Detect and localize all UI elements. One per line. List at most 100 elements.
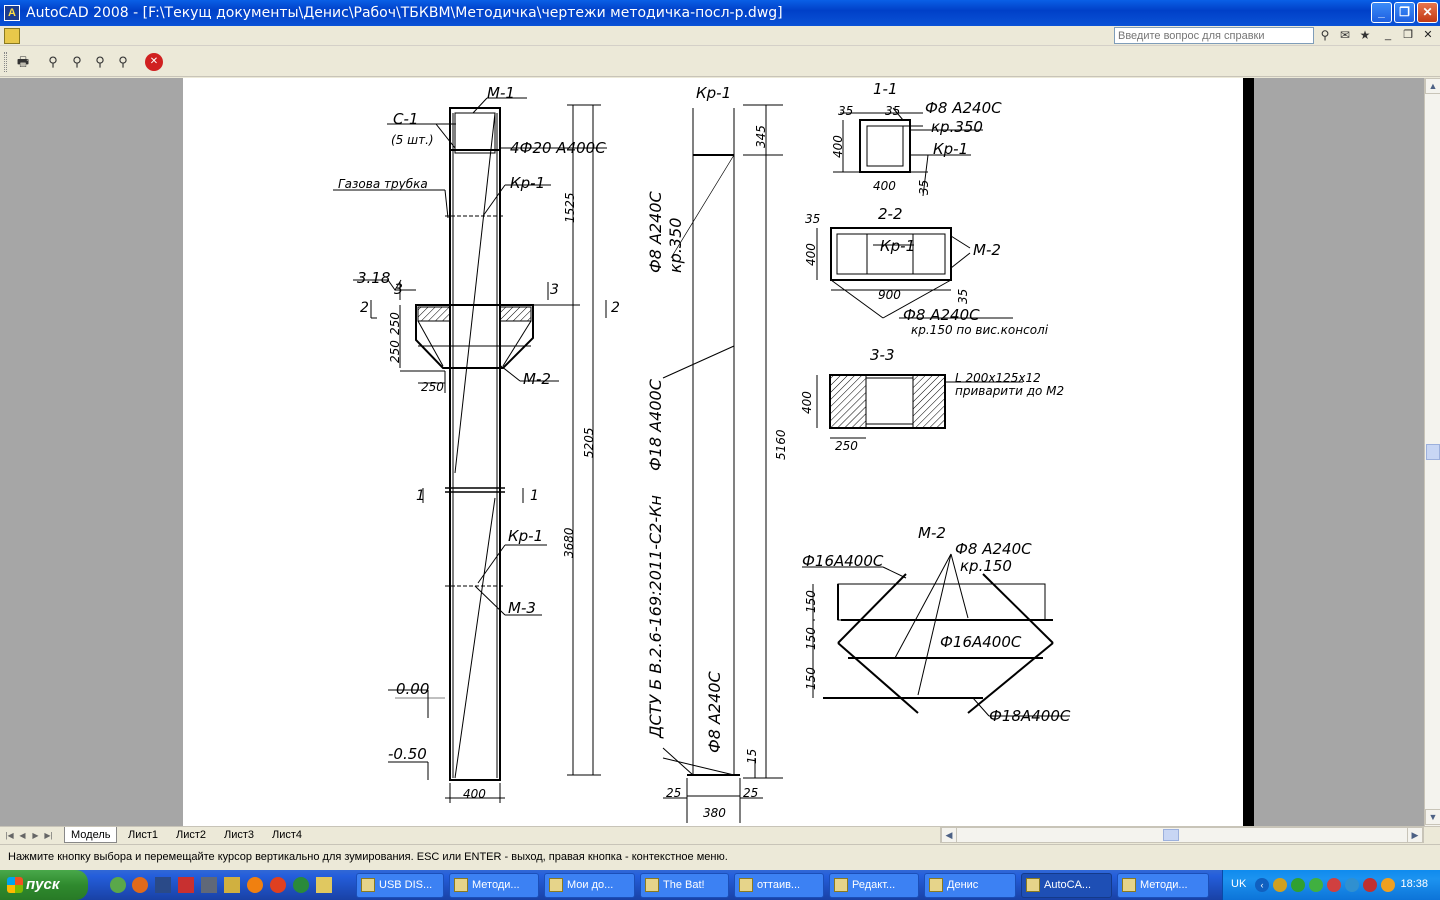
quicklaunch-folder-icon[interactable] bbox=[224, 877, 240, 893]
tray-power-icon[interactable] bbox=[1381, 878, 1395, 892]
task-folder-metodichka[interactable]: Методи... bbox=[449, 873, 539, 898]
s33-dim-400: 400 bbox=[800, 391, 814, 414]
s33-angle-label: L 200х125х12 bbox=[955, 371, 1041, 385]
start-button[interactable]: пуск bbox=[0, 870, 88, 900]
scroll-down-icon[interactable]: ▼ bbox=[1425, 809, 1440, 825]
s11-bar-label: Ф8 А240С bbox=[925, 99, 1002, 117]
tab-sheet3[interactable]: Лист3 bbox=[224, 829, 255, 841]
kr1-bar-f18: Ф18 А400С bbox=[646, 378, 665, 471]
tab-next-icon[interactable]: ▶ bbox=[32, 831, 39, 840]
section-1-1-title: 1-1 bbox=[873, 80, 898, 98]
clock[interactable]: 18:38 bbox=[1400, 878, 1428, 890]
horizontal-scrollbar[interactable]: ◀ ▶ bbox=[940, 827, 1424, 843]
minimize-button[interactable]: _ bbox=[1371, 2, 1392, 23]
maximize-button[interactable]: ❐ bbox=[1394, 2, 1415, 23]
task-usb-disk[interactable]: USB DIS... bbox=[356, 873, 444, 898]
kr1-dim-345: 345 bbox=[754, 125, 768, 148]
tab-sheet4[interactable]: Лист4 bbox=[272, 829, 303, 841]
s22-dim-400: 400 bbox=[804, 243, 818, 266]
autocad-app-icon[interactable]: A bbox=[4, 5, 20, 21]
kr1-label-bottom: Кр-1 bbox=[508, 527, 543, 545]
calculator-icon[interactable] bbox=[201, 877, 217, 893]
toolbar-grip[interactable] bbox=[4, 52, 7, 72]
s22-bar-label: Ф8 А240С bbox=[903, 306, 980, 324]
s22-dim-900: 900 bbox=[878, 288, 901, 302]
drawing-canvas[interactable]: М-1 С-1 (5 шт.) 4Ф20 А400С Газова трубка… bbox=[0, 78, 1424, 826]
firefox-icon[interactable] bbox=[132, 877, 148, 893]
m2-detail-title: М-2 bbox=[918, 524, 946, 542]
dim-5205: 5205 bbox=[582, 427, 596, 458]
quicklaunch-tool-icon[interactable] bbox=[178, 877, 194, 893]
search-icon[interactable]: ⚲ bbox=[1320, 28, 1330, 42]
doc-minimize-button[interactable]: _ bbox=[1384, 29, 1392, 41]
plot-icon[interactable]: 🖶 bbox=[16, 54, 30, 69]
tab-sheet2[interactable]: Лист2 bbox=[176, 829, 207, 841]
quicklaunch-media-icon[interactable] bbox=[247, 877, 263, 893]
vertical-scrollbar[interactable]: ▲ ▼ bbox=[1424, 78, 1440, 826]
help-search-input[interactable] bbox=[1114, 27, 1314, 44]
show-desktop-icon[interactable] bbox=[155, 877, 171, 893]
horizontal-scroll-thumb[interactable] bbox=[1163, 829, 1179, 841]
tray-shield-icon[interactable] bbox=[1273, 878, 1287, 892]
communication-center-icon[interactable]: ✉ bbox=[1339, 28, 1351, 42]
m1-title: М-1 bbox=[487, 84, 515, 102]
zoom-previous-icon[interactable]: ⚲ bbox=[95, 54, 105, 69]
tab-last-icon[interactable]: ▶| bbox=[44, 831, 53, 840]
editor-icon bbox=[834, 878, 848, 892]
scroll-right-icon[interactable]: ▶ bbox=[1407, 827, 1423, 843]
vertical-scroll-thumb[interactable] bbox=[1426, 444, 1440, 460]
tray-antivirus-icon[interactable] bbox=[1327, 878, 1341, 892]
tray-update-icon[interactable] bbox=[1363, 878, 1377, 892]
tab-first-icon[interactable]: |◀ bbox=[5, 831, 14, 840]
tray-network-icon[interactable] bbox=[1291, 878, 1305, 892]
c1-count-label: (5 шт.) bbox=[391, 133, 434, 147]
dim-250-lower: 250 bbox=[388, 340, 402, 363]
task-firefox[interactable]: оттаив... bbox=[734, 873, 824, 898]
m2-dim-150-a: 150 bbox=[804, 590, 818, 613]
kr1-dim-15: 15 bbox=[745, 749, 759, 764]
zoom-extents-icon[interactable]: ⚲ bbox=[118, 54, 128, 69]
section-1-left: 1 bbox=[416, 488, 425, 504]
quicklaunch-app-icon[interactable] bbox=[110, 877, 126, 893]
column-m1 bbox=[333, 97, 607, 803]
m2-detail bbox=[802, 553, 1070, 717]
doc-restore-button[interactable]: ❐ bbox=[1403, 29, 1413, 41]
task-autocad[interactable]: AutoCA... bbox=[1021, 873, 1112, 898]
frame-kr1 bbox=[662, 104, 783, 823]
quicklaunch-notes-icon[interactable] bbox=[316, 877, 332, 893]
m2-dim-150-c: 150 bbox=[804, 667, 818, 690]
m2-bar-bottom: Ф18А400С bbox=[989, 707, 1071, 725]
dim-400-bottom: 400 bbox=[463, 787, 486, 801]
zoom-realtime-icon[interactable]: ⚲ bbox=[48, 54, 58, 69]
zoom-window-icon[interactable]: ⚲ bbox=[72, 54, 82, 69]
m2-step-label: кр.150 bbox=[960, 557, 1012, 575]
tray-volume-icon[interactable] bbox=[1345, 878, 1359, 892]
title-bar: A AutoCAD 2008 - [F:\Текущ документы\Ден… bbox=[0, 0, 1440, 26]
tab-sheet1[interactable]: Лист1 bbox=[128, 829, 159, 841]
opera-icon[interactable] bbox=[270, 877, 286, 893]
tray-arrow-icon[interactable]: ‹ bbox=[1255, 878, 1269, 892]
task-editor[interactable]: Редакт... bbox=[829, 873, 919, 898]
tray-app-icon[interactable] bbox=[1309, 878, 1323, 892]
task-word-metodichka[interactable]: Методи... bbox=[1117, 873, 1209, 898]
task-folder-denis[interactable]: Денис bbox=[924, 873, 1016, 898]
document-icon[interactable] bbox=[4, 28, 20, 44]
paper-shadow bbox=[1243, 78, 1254, 826]
language-indicator[interactable]: UK bbox=[1231, 878, 1247, 890]
tab-prev-icon[interactable]: ◀ bbox=[19, 831, 26, 840]
close-button[interactable]: ✕ bbox=[1417, 2, 1438, 23]
m2-dim-150-b: 150 bbox=[804, 627, 818, 650]
favorites-star-icon[interactable]: ★ bbox=[1359, 28, 1371, 42]
section-2-2 bbox=[816, 227, 1013, 319]
level-318-label: 3.18 bbox=[357, 269, 390, 287]
quicklaunch-security-icon[interactable] bbox=[293, 877, 309, 893]
scroll-up-icon[interactable]: ▲ bbox=[1425, 78, 1440, 94]
scroll-left-icon[interactable]: ◀ bbox=[941, 827, 957, 843]
tab-model[interactable]: Модель bbox=[64, 827, 118, 843]
kr1-label-top: Кр-1 bbox=[510, 174, 545, 192]
doc-close-button[interactable]: ✕ bbox=[1423, 29, 1433, 41]
command-line[interactable]: Нажмите кнопку выбора и перемещайте курс… bbox=[0, 844, 1440, 870]
task-my-documents[interactable]: Мои до... bbox=[544, 873, 635, 898]
close-preview-icon[interactable]: ✕ bbox=[145, 53, 163, 71]
task-the-bat[interactable]: The Bat! bbox=[640, 873, 729, 898]
